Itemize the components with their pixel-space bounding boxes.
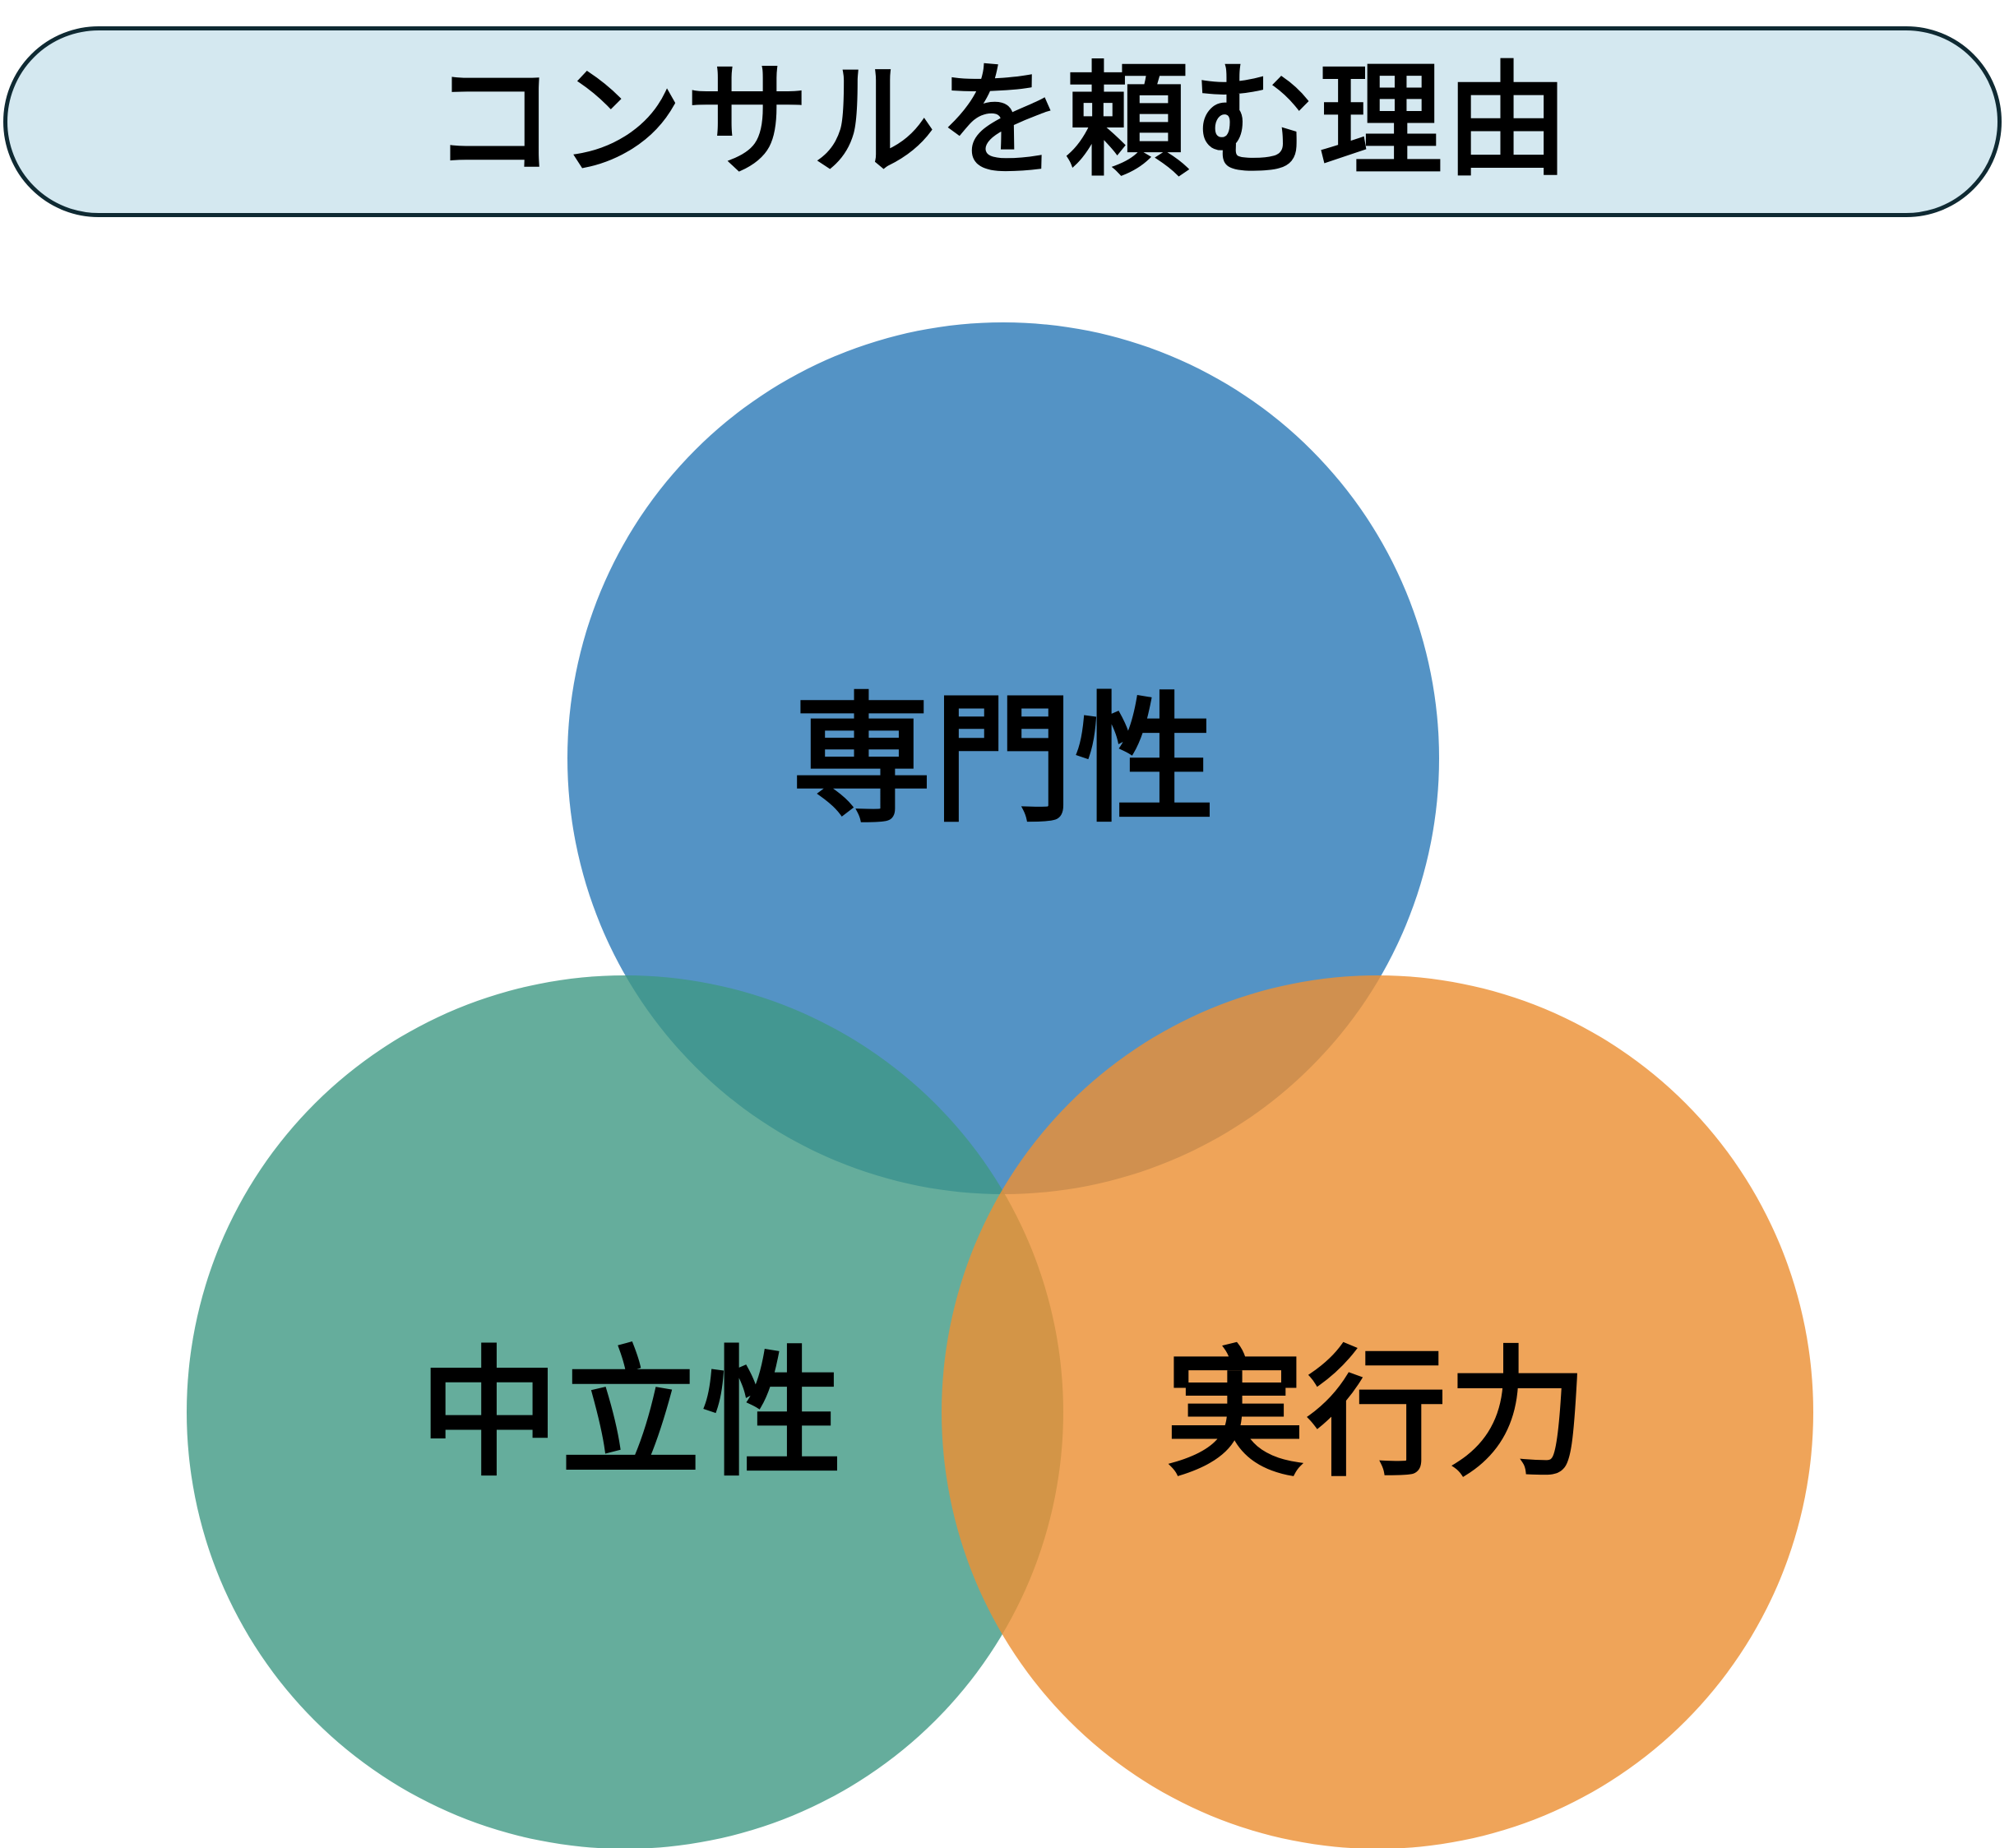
label-execution: 実行力 <box>1164 1333 1590 1496</box>
diagram-title: コンサルを頼む理由 <box>432 50 1572 193</box>
label-neutrality: 中立性 <box>419 1333 845 1496</box>
title-banner: コンサルを頼む理由 <box>3 26 2002 217</box>
circle-expertise <box>567 322 1439 1194</box>
label-expertise: 専門性 <box>791 679 1217 842</box>
circle-execution <box>942 975 1813 1848</box>
circle-neutrality <box>187 975 1063 1848</box>
